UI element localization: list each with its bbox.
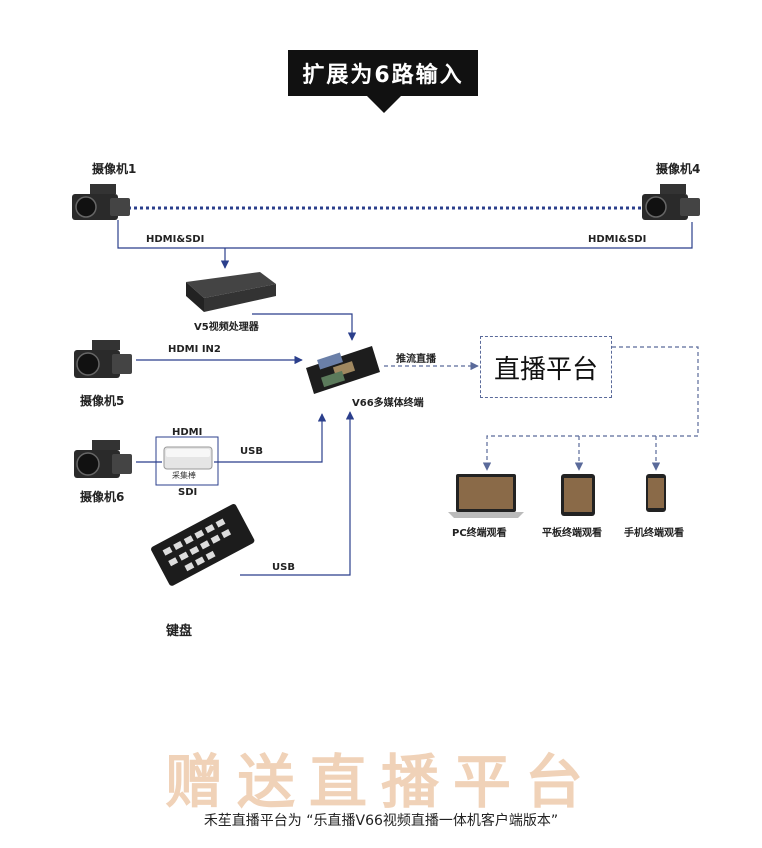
camera1-icon <box>72 184 130 220</box>
live-platform-box: 直播平台 <box>480 336 612 398</box>
header-title: 扩展为6路输入 <box>302 63 464 88</box>
camera6-icon <box>74 440 132 478</box>
banner-arrow-icon <box>367 96 401 113</box>
phone-terminal-label: 手机终端观看 <box>624 528 684 539</box>
keyboard-label: 键盘 <box>166 624 193 639</box>
usb-capture-label: USB <box>240 446 263 457</box>
v66-terminal-icon <box>306 346 380 394</box>
capture-usb-line <box>214 413 327 463</box>
camera5-label: 摄像机5 <box>80 394 125 408</box>
hdmi-sdi-right-label: HDMI&SDI <box>588 234 647 245</box>
camera4-label: 摄像机4 <box>656 162 701 176</box>
capture-label: 采集棒 <box>172 471 196 480</box>
capture-stick-icon <box>163 446 213 470</box>
v5-label: V5视频处理器 <box>194 322 259 333</box>
v5-processor-icon <box>186 272 276 312</box>
capture-outline <box>155 436 219 486</box>
camera6-label: 摄像机6 <box>80 490 125 504</box>
live-platform-label: 直播平台 <box>493 354 598 385</box>
hdmi-label: HDMI <box>172 427 203 438</box>
header-banner: 扩展为6路输入 <box>288 50 478 96</box>
sdi-label: SDI <box>178 487 198 498</box>
phone-icon <box>646 474 666 512</box>
platform-to-terminals-line <box>482 346 699 471</box>
tablet-terminal-label: 平板终端观看 <box>542 528 602 539</box>
v5-to-v66-line <box>252 313 357 341</box>
pc-laptop-icon <box>448 474 524 518</box>
tablet-icon <box>561 474 595 516</box>
gift-subtitle: 禾苼直播平台为 “乐直播V66视频直播一体机客户端版本” <box>203 813 559 829</box>
hdmi-sdi-left-label: HDMI&SDI <box>146 234 205 245</box>
keyboard-icon <box>151 503 255 586</box>
hdmi-sdi-bracket-line <box>117 220 693 249</box>
hdmi-in2-label: HDMI IN2 <box>168 344 221 355</box>
pc-terminal-label: PC终端观看 <box>452 528 507 539</box>
camera4-icon <box>642 184 700 220</box>
gift-title: 赠送直播平台 <box>164 748 597 816</box>
camera1-label: 摄像机1 <box>92 162 137 176</box>
keyboard-usb-line <box>240 411 355 576</box>
push-live-label: 推流直播 <box>396 354 436 365</box>
camera5-icon <box>74 340 132 378</box>
v66-label: V66多媒体终端 <box>352 398 424 409</box>
usb-keyboard-label: USB <box>272 562 295 573</box>
